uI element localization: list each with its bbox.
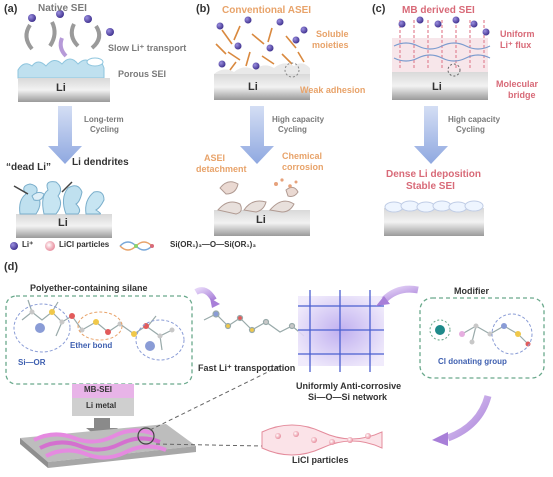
modifier-box: [419, 297, 545, 379]
panel-c-bottom-illustration: [384, 200, 484, 236]
panel-b-bottom-illustration: [214, 178, 310, 236]
panel-c-flux-2: Li⁺ flux: [500, 40, 532, 50]
panel-c-title: MB derived SEI: [402, 5, 475, 16]
purple-arrow-left: [194, 287, 217, 302]
down-arrow-stack: [86, 418, 118, 440]
zoom-line-2: [155, 443, 263, 447]
silane-title: Polyether-containing silane: [30, 283, 148, 293]
panel-b-weak-adhesion: Weak adhesion: [300, 85, 366, 95]
panel-b-soluble-1: Soluble: [316, 29, 349, 39]
panel-c-top-illustration: [392, 16, 491, 100]
panel-b-arrow-text-1: High capacity: [272, 115, 325, 124]
panel-a-label: (a): [4, 3, 18, 15]
legend-licl: LiCl particles: [59, 240, 110, 249]
li-foil: [20, 424, 196, 468]
modifier-molecule: [429, 313, 533, 355]
panel-c-arrow-text-2: Cycling: [456, 125, 485, 134]
network-label-1: Uniformly Anti-corrosive: [296, 381, 402, 391]
panel-c-bridge-2: bridge: [508, 90, 536, 100]
panel-c-result-1: Dense Li deposition: [386, 169, 482, 180]
modifier-title: Modifier: [454, 286, 489, 296]
si-or-circle-right: [135, 319, 185, 361]
panel-b-label: (b): [196, 3, 211, 15]
panel-b-soluble-2: moieties: [312, 40, 349, 50]
silane-box: [5, 295, 193, 385]
panel-b-bottom-substrate: Li: [256, 214, 266, 226]
panel-b-top-illustration: [214, 16, 310, 100]
zoom-line-1: [149, 365, 281, 431]
legend-li-ion: Li⁺: [22, 240, 34, 249]
network-label-2: Si—O—Si network: [308, 392, 388, 402]
ether-bond-label: Ether bond: [70, 341, 113, 350]
panel-d-label: (d): [4, 261, 19, 273]
panel-c-flux-1: Uniform: [500, 29, 535, 39]
panel-a-dendrite-illustration: [13, 181, 112, 238]
panel-c-result-2: Stable SEI: [406, 181, 455, 192]
panel-a-arrow-text-2: Cycling: [90, 125, 119, 134]
legend-icons: [10, 241, 154, 251]
si-o-si-network: [298, 290, 384, 372]
panel-b-arrow-text-2: Cycling: [278, 125, 307, 134]
panel-a-title: Native SEI: [38, 3, 87, 14]
panel-c-arrow-text-1: High capacity: [448, 115, 501, 124]
si-or-circle-left: [13, 303, 71, 353]
purple-arrow-bottom: [446, 394, 492, 442]
panel-c-label: (c): [372, 3, 386, 15]
panel-a-substrate: Li: [56, 82, 66, 94]
licl-label: LiCl particles: [292, 455, 349, 465]
ether-circle: [77, 311, 123, 341]
panel-a-slow-transport: Slow Li⁺ transport: [108, 43, 187, 53]
li-metal-label: Li metal: [86, 401, 117, 410]
mb-sei-layer: [72, 384, 134, 398]
middle-molecule: [203, 310, 305, 337]
panel-a-porous-sei: Porous SEI: [118, 69, 167, 79]
panel-c-cycling-arrow: [414, 106, 448, 164]
panel-b-corrosion-2: corrosion: [282, 162, 324, 172]
panel-a-dead-li: “dead Li”: [6, 162, 52, 173]
panel-a-arrow-text-1: Long-term: [84, 115, 124, 124]
panel-b-title: Conventional ASEI: [222, 5, 312, 16]
panel-c-bridge-1: Molecular: [496, 79, 539, 89]
legend-formula: Si(OR₁)₃—O—Si(OR₁)₃: [170, 240, 257, 249]
panel-a-top-illustration: [17, 10, 114, 102]
licl-tube: [261, 424, 383, 456]
panel-b-detach-1: ASEI: [204, 153, 226, 163]
li-metal-layer: [72, 398, 134, 416]
panel-b-cycling-arrow: [240, 106, 274, 164]
panel-b-substrate: Li: [248, 81, 258, 93]
panel-a-bottom-substrate: Li: [58, 217, 68, 229]
panel-c-substrate: Li: [432, 81, 442, 93]
panel-a-cycling-arrow: [48, 106, 82, 164]
purple-arrow-right: [381, 285, 419, 303]
si-or-label: Si—OR: [18, 358, 46, 367]
panel-b-corrosion-1: Chemical: [282, 151, 323, 161]
silane-atoms: [29, 309, 175, 351]
mb-sei-label: MB-SEI: [84, 385, 112, 394]
panel-b-detach-2: detachment: [196, 164, 247, 174]
cl-group-label: Cl donating group: [438, 357, 507, 366]
fast-transport-label: Fast Li⁺ transportation: [198, 363, 296, 373]
panel-a-dendrites: Li dendrites: [72, 157, 129, 168]
